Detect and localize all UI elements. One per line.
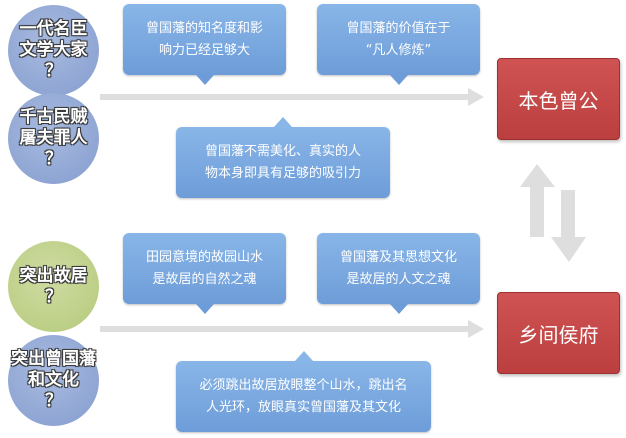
- circle-famous-scholar-text: 一代名臣 文学大家 ？: [19, 19, 88, 81]
- callout-no-beautify: 曾国藩不需美化、真实的人 物本身即具有足够的吸引力: [176, 117, 390, 198]
- box-true-zeng: 本色曾公: [497, 58, 620, 140]
- top-flow-arrow: [100, 88, 484, 106]
- callout-fame-text: 曾国藩的知名度和影 响力已经足够大: [145, 20, 263, 58]
- callout-look-beyond-text: 必须跳出故居放眼整个山水，跳出名 人光环，放眼真实曾国藩及其文化: [199, 377, 408, 415]
- circle-famous-scholar: 一代名臣 文学大家 ？: [8, 5, 99, 96]
- circle-highlight-zeng-culture: 突出曾国藩 和文化 ？: [8, 335, 99, 426]
- up-arrow: [520, 164, 555, 237]
- callout-value: 曾国藩的价值在于 “凡人修炼”: [317, 4, 480, 85]
- callout-look-beyond: 必须跳出故居放眼整个山水，跳出名 人光环，放眼真实曾国藩及其文化: [176, 351, 431, 432]
- bottom-flow-arrow: [100, 320, 484, 338]
- circle-highlight-zeng-culture-text: 突出曾国藩 和文化 ？: [11, 349, 96, 411]
- callout-natural-soul: 田园意境的故园山水 是故居的自然之魂: [123, 233, 286, 314]
- callout-cultural-soul-text: 曾国藩及其思想文化 是故居的人文之魂: [339, 249, 457, 287]
- callout-natural-soul-text: 田园意境的故园山水 是故居的自然之魂: [145, 249, 263, 287]
- callout-cultural-soul: 曾国藩及其思想文化 是故居的人文之魂: [317, 233, 480, 314]
- circle-traitor-butcher-text: 千古民贼 屠夫罪人 ？: [19, 107, 88, 169]
- circle-traitor-butcher: 千古民贼 屠夫罪人 ？: [8, 93, 99, 184]
- callout-fame: 曾国藩的知名度和影 响力已经足够大: [123, 4, 286, 85]
- circle-highlight-residence: 突出故居 ？: [8, 241, 99, 332]
- box-true-zeng-text: 本色曾公: [518, 88, 599, 113]
- box-country-mansion-text: 乡间侯府: [518, 322, 599, 347]
- callout-value-text: 曾国藩的价值在于 “凡人修炼”: [346, 20, 451, 58]
- box-country-mansion: 乡间侯府: [497, 292, 620, 374]
- down-arrow: [551, 190, 586, 262]
- callout-no-beautify-text: 曾国藩不需美化、真实的人 物本身即具有足够的吸引力: [204, 143, 361, 181]
- circle-highlight-residence-text: 突出故居 ？: [19, 265, 88, 307]
